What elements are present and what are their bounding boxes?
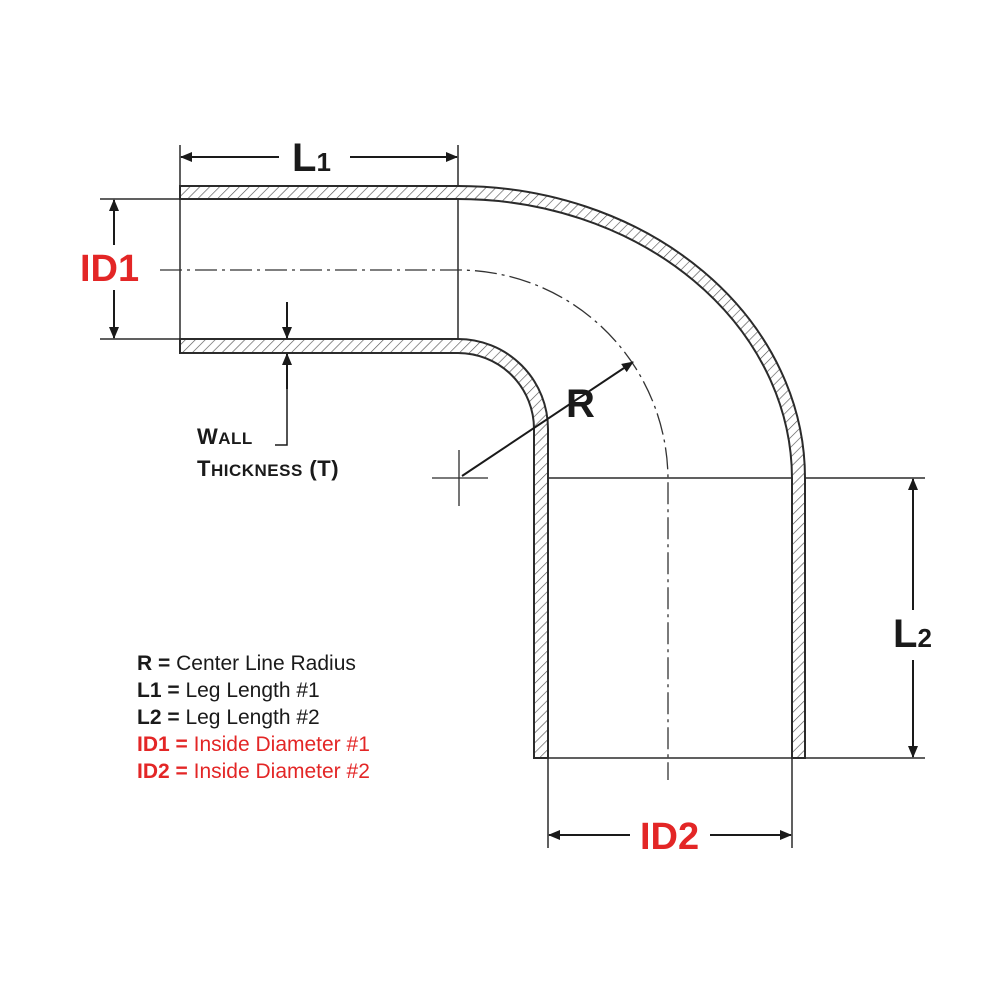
wall-label-line2-suffix: (T) (303, 456, 339, 481)
legend-text-r: Center Line Radius (170, 652, 356, 675)
legend-text-id2: Inside Diameter #2 (188, 760, 370, 783)
l2-label-sub: 2 (917, 623, 931, 653)
legend-text-id1: Inside Diameter #1 (188, 733, 370, 756)
legend: R = Center Line Radius L1 = Leg Length #… (137, 652, 370, 783)
center-line (160, 269, 669, 780)
legend-item-r: R = Center Line Radius (137, 652, 356, 675)
wall-label-line1: WALL (197, 424, 253, 449)
legend-key-l2: L2 = (137, 706, 180, 729)
l1-label: L1 (292, 136, 331, 180)
legend-key-id2: ID2 = (137, 760, 188, 783)
wall-label-line2-rest: HICKNESS (211, 461, 303, 480)
legend-item-id1: ID1 = Inside Diameter #1 (137, 733, 370, 756)
legend-key-r: R = (137, 652, 170, 675)
legend-text-l2: Leg Length #2 (180, 706, 320, 729)
radius-label: R (566, 382, 595, 426)
legend-key-l1: L1 = (137, 679, 180, 702)
wall-label-line2: THICKNESS (T) (197, 456, 339, 481)
id2-label: ID2 (640, 816, 699, 858)
l1-label-main: L (292, 136, 316, 180)
radius-arrow (461, 361, 634, 477)
wall-leader-tail (275, 389, 288, 446)
wall-label-line2-cap: T (197, 456, 211, 481)
wall-label-line1-cap: W (197, 424, 218, 449)
l1-label-sub: 1 (316, 147, 330, 177)
wall-label-line1-rest: ALL (218, 429, 253, 448)
id1-label: ID1 (80, 248, 139, 290)
legend-item-id2: ID2 = Inside Diameter #2 (137, 760, 370, 783)
legend-text-l1: Leg Length #1 (180, 679, 320, 702)
l2-label: L2 (893, 612, 932, 656)
l2-label-main: L (893, 612, 917, 656)
legend-key-id1: ID1 = (137, 733, 188, 756)
legend-item-l2: L2 = Leg Length #2 (137, 706, 320, 729)
legend-item-l1: L1 = Leg Length #1 (137, 679, 320, 702)
